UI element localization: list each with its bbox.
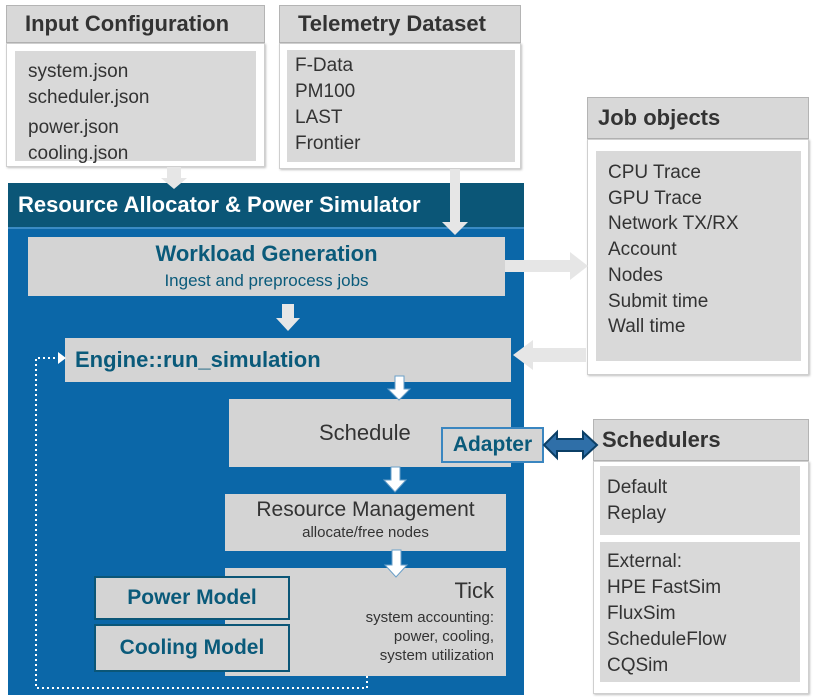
list-item: Wall time xyxy=(608,316,686,338)
list-item: scheduler.json xyxy=(28,87,150,108)
list-item: ScheduleFlow xyxy=(607,629,727,650)
list-item: GPU Trace xyxy=(608,187,702,209)
list-item: HPE FastSim xyxy=(607,577,722,598)
list-item: Account xyxy=(608,239,677,261)
list-item: Frontier xyxy=(295,133,361,154)
cooling-model-label: Cooling Model xyxy=(119,636,265,659)
list-item: Nodes xyxy=(608,264,663,286)
input-config-panel: system.json scheduler.json power.json co… xyxy=(6,43,265,167)
job-objects-panel: CPU Trace GPU Trace Network TX/RX Accoun… xyxy=(587,139,809,375)
list-item: Network TX/RX xyxy=(608,213,739,235)
resource-management-box: Resource Management allocate/free nodes xyxy=(225,494,506,551)
cooling-model-box: Cooling Model xyxy=(94,624,290,672)
list-item: Submit time xyxy=(608,290,709,312)
input-config-header: Input Configuration xyxy=(6,5,265,43)
list-item: system.json xyxy=(28,61,129,82)
adapter-box: Adapter xyxy=(441,427,544,463)
schedulers-title: Schedulers xyxy=(602,427,721,452)
arrow-adapter-schedulers xyxy=(542,429,599,461)
tick-line: system utilization xyxy=(379,647,494,664)
schedule-label: Schedule xyxy=(319,420,411,445)
job-objects-list: CPU Trace GPU Trace Network TX/RX Accoun… xyxy=(596,151,801,361)
list-item: cooling.json xyxy=(28,143,129,164)
job-objects-header: Job objects xyxy=(587,97,809,139)
resource-management-subtitle: allocate/free nodes xyxy=(302,524,429,541)
input-config-title: Input Configuration xyxy=(25,11,230,36)
list-item: LAST xyxy=(295,107,343,128)
tick-title: Tick xyxy=(454,578,494,603)
list-item: Default xyxy=(607,477,668,498)
workload-generation-subtitle: Ingest and preprocess jobs xyxy=(164,271,369,290)
telemetry-title: Telemetry Dataset xyxy=(298,11,486,36)
resource-management-title: Resource Management xyxy=(256,498,475,521)
simulator-title-bar: Resource Allocator & Power Simulator xyxy=(8,183,524,229)
engine-label: Engine::run_simulation xyxy=(75,347,321,372)
workload-generation-box: Workload Generation Ingest and preproces… xyxy=(28,237,505,296)
job-objects-title: Job objects xyxy=(598,105,721,130)
input-config-list: system.json scheduler.json power.json co… xyxy=(15,51,256,164)
power-model-label: Power Model xyxy=(127,586,257,609)
schedulers-builtin-list: Default Replay xyxy=(600,466,800,535)
telemetry-header: Telemetry Dataset xyxy=(279,5,521,43)
simulator-title: Resource Allocator & Power Simulator xyxy=(18,192,421,217)
list-item: PM100 xyxy=(295,81,356,102)
list-item: FluxSim xyxy=(607,603,676,624)
tick-line: system accounting: xyxy=(365,609,494,626)
external-label: External: xyxy=(607,551,682,572)
telemetry-panel: F-Data PM100 LAST Frontier xyxy=(279,43,521,169)
list-item: power.json xyxy=(28,117,119,138)
list-item: CQSim xyxy=(607,655,669,676)
tick-subtitle: system accounting: power, cooling, syste… xyxy=(366,608,494,665)
schedulers-external-list: External: HPE FastSim FluxSim ScheduleFl… xyxy=(600,542,800,682)
schedulers-header: Schedulers xyxy=(593,419,809,461)
tick-line: power, cooling, xyxy=(393,628,494,645)
list-item: F-Data xyxy=(295,55,354,76)
engine-box: Engine::run_simulation xyxy=(65,338,511,382)
power-model-box: Power Model xyxy=(94,576,290,620)
adapter-label: Adapter xyxy=(452,433,533,456)
list-item: CPU Trace xyxy=(608,162,701,183)
schedulers-panel: Default Replay External: HPE FastSim Flu… xyxy=(593,461,809,694)
workload-generation-title: Workload Generation xyxy=(155,241,378,266)
list-item: Replay xyxy=(607,503,667,524)
telemetry-list: F-Data PM100 LAST Frontier xyxy=(287,50,515,162)
